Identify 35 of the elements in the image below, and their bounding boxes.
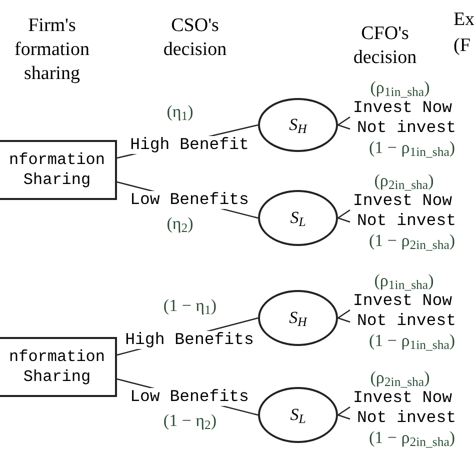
branch-line — [338, 309, 350, 319]
branch-line — [338, 414, 350, 420]
probability-label: (1 − ρ$_{1in_sha}$) — [368, 331, 456, 351]
branch-line — [338, 317, 350, 323]
state-ellipse: S$_{H}$ — [258, 98, 338, 152]
column-heading: Ex — [452, 8, 474, 32]
column-heading: (F — [452, 34, 472, 58]
probability-label: (ρ$_{2in_sha}$) — [369, 368, 431, 388]
probability-label: (1 − ρ$_{2in_sha}$) — [368, 231, 456, 251]
state-ellipse: S$_{L}$ — [258, 190, 338, 246]
branch-line — [338, 406, 350, 416]
decision-box: nformation Sharing — [0, 140, 117, 200]
branch-line — [338, 209, 350, 219]
probability-label: (η$_{1}$) — [166, 102, 194, 122]
column-heading: Firm's formation sharing — [14, 14, 90, 86]
probability-label: (1 − η$_{1}$) — [162, 296, 218, 316]
state-ellipse: S$_{L}$ — [258, 387, 338, 443]
edge-label: Low Benefits — [129, 388, 250, 406]
probability-label: (ρ$_{2in_sha}$) — [373, 171, 435, 191]
column-heading: CSO's decision — [162, 14, 228, 62]
state-ellipse: S$_{H}$ — [258, 290, 338, 346]
branch-line — [338, 116, 350, 126]
column-heading: CFO's decision — [352, 22, 418, 70]
probability-label: (η$_{2}$) — [166, 214, 194, 234]
probability-label: (ρ$_{1in_sha}$) — [369, 78, 431, 98]
probability-label: (1 − η$_{2}$) — [162, 411, 218, 431]
probability-label: (ρ$_{1in_sha}$) — [373, 271, 435, 291]
probability-label: (1 − ρ$_{1in_sha}$) — [368, 138, 456, 158]
probability-label: (1 − ρ$_{2in_sha}$) — [368, 428, 456, 448]
edge-label: High Benefits — [124, 330, 255, 348]
edge-label: High Benefit — [129, 136, 250, 154]
branch-line — [338, 217, 350, 223]
decision-box: nformation Sharing — [0, 337, 117, 397]
branch-line — [338, 124, 350, 130]
edge-label: Low Benefits — [129, 191, 250, 209]
